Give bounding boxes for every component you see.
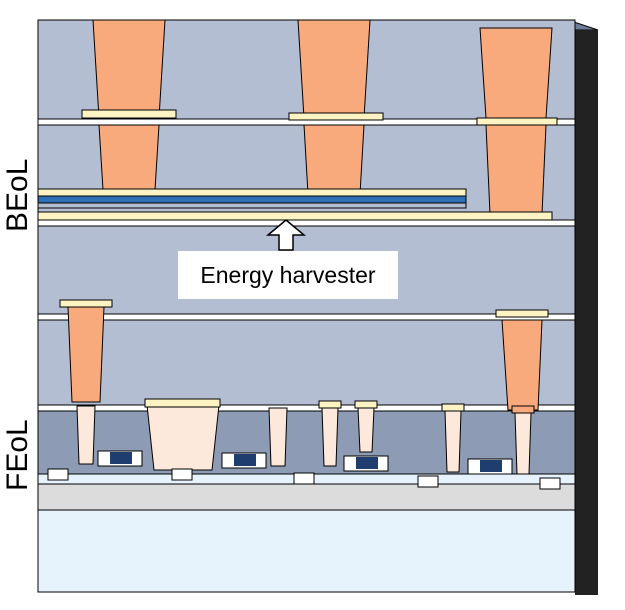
via-lower bbox=[501, 319, 543, 411]
isolation-block bbox=[47, 468, 69, 481]
via-middle bbox=[98, 124, 160, 191]
interlayer-line bbox=[37, 404, 576, 412]
side-face bbox=[575, 30, 598, 595]
substrate-light bbox=[37, 509, 576, 593]
contact-via bbox=[444, 410, 462, 473]
liner-pad bbox=[288, 112, 384, 121]
liner-pad bbox=[511, 405, 535, 414]
arrow-up-icon bbox=[265, 219, 307, 251]
harvester-layer bbox=[37, 195, 467, 204]
interlayer-line bbox=[37, 313, 576, 321]
via-lower bbox=[67, 306, 105, 403]
contact-via bbox=[321, 407, 339, 467]
harvester-top-liner bbox=[37, 188, 467, 197]
liner-pad bbox=[318, 400, 342, 409]
harvester-gap bbox=[37, 202, 467, 209]
feol-label: FEoL bbox=[1, 419, 34, 491]
beol-label: BEoL bbox=[1, 158, 34, 232]
transistor bbox=[467, 458, 513, 475]
contact-via bbox=[357, 407, 375, 453]
transistor bbox=[343, 455, 389, 472]
contact-via bbox=[146, 404, 220, 471]
liner-pad bbox=[495, 309, 549, 318]
beol-dielectric-lower bbox=[37, 319, 576, 409]
energy-harvester-callout: Energy harvester bbox=[178, 251, 398, 299]
substrate-gray bbox=[37, 483, 576, 511]
contact-via bbox=[76, 405, 96, 465]
via-top bbox=[92, 19, 166, 119]
isolation-block bbox=[539, 477, 561, 490]
liner-pad bbox=[144, 398, 221, 408]
liner-pad bbox=[81, 109, 177, 119]
liner-pad bbox=[59, 299, 113, 308]
interlayer-line bbox=[37, 219, 576, 227]
via-top bbox=[297, 19, 371, 119]
via-middle bbox=[303, 124, 365, 195]
energy-harvester-label: Energy harvester bbox=[200, 261, 376, 288]
liner-pad bbox=[441, 403, 465, 412]
via-top bbox=[479, 27, 553, 119]
liner-pad bbox=[476, 117, 558, 126]
isolation-block bbox=[293, 472, 315, 485]
via-middle bbox=[485, 124, 547, 215]
contact-via bbox=[268, 407, 288, 467]
transistor bbox=[221, 452, 267, 469]
contact-via bbox=[514, 412, 532, 475]
transistor bbox=[97, 450, 143, 467]
isolation-block bbox=[417, 475, 439, 488]
isolation-block bbox=[171, 468, 193, 481]
harvester-bottom-liner bbox=[37, 211, 553, 221]
liner-pad bbox=[354, 400, 378, 409]
